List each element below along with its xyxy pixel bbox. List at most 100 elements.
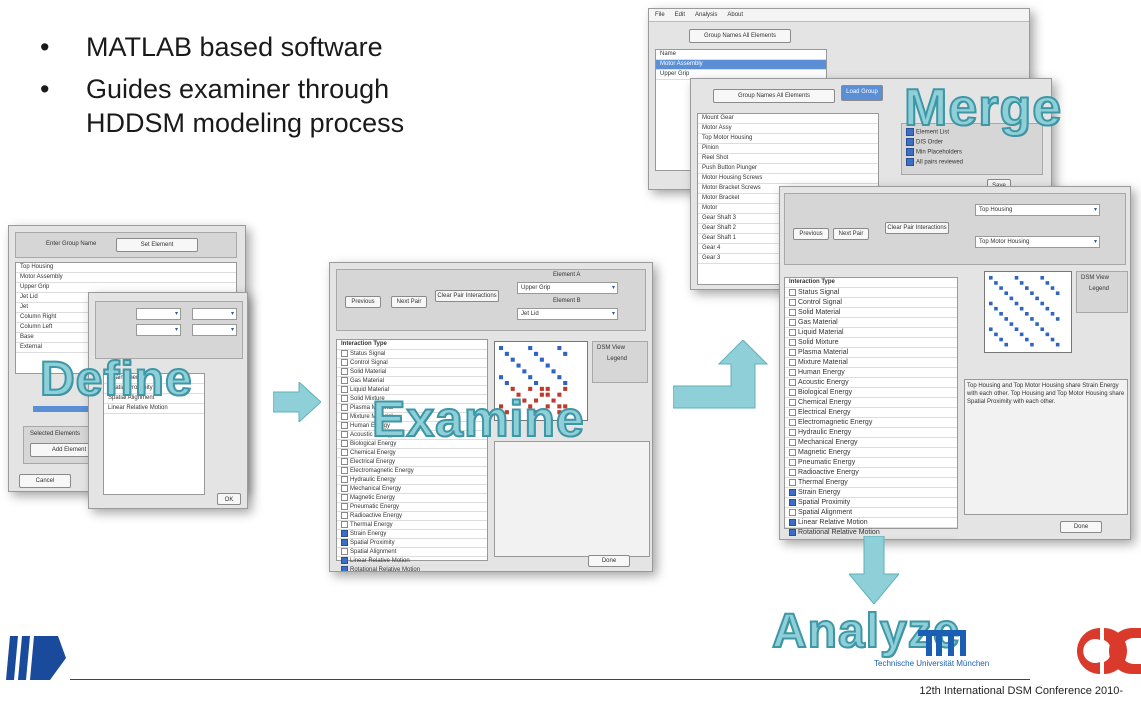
checkbox[interactable]	[341, 566, 348, 571]
interaction-row[interactable]: Mixture Material	[337, 413, 487, 422]
checkbox[interactable]	[341, 458, 348, 465]
checkbox[interactable]	[789, 498, 796, 506]
interaction-row[interactable]: Radioactive Energy	[785, 468, 957, 478]
checkbox[interactable]	[789, 368, 796, 376]
checkbox[interactable]	[341, 467, 348, 474]
previous-button[interactable]: Previous	[793, 228, 829, 240]
interaction-row[interactable]: Solid Material	[785, 308, 957, 318]
checkbox[interactable]	[789, 308, 796, 316]
checkbox[interactable]	[906, 128, 914, 136]
checkbox[interactable]	[341, 431, 348, 438]
table-row[interactable]: Pinion	[698, 144, 878, 154]
interaction-row[interactable]: Electromagnetic Energy	[337, 467, 487, 476]
option-row[interactable]: All pairs reviewed	[906, 158, 963, 166]
checkbox[interactable]	[341, 350, 348, 357]
interaction-row[interactable]: Acoustic Energy	[337, 431, 487, 440]
checkbox[interactable]	[789, 418, 796, 426]
interaction-row[interactable]: Spatial Alignment	[337, 548, 487, 557]
element-b-dropdown[interactable]: Jet Lid	[517, 308, 618, 320]
table-row[interactable]: Push Button Plunger	[698, 164, 878, 174]
checkbox[interactable]	[341, 503, 348, 510]
interaction-row[interactable]: Thermal Energy	[337, 521, 487, 530]
interaction-row[interactable]: Human Energy	[337, 422, 487, 431]
interaction-row[interactable]: Acoustic Energy	[785, 378, 957, 388]
checkbox[interactable]	[789, 328, 796, 336]
table-row[interactable]: Motor Assy	[698, 124, 878, 134]
interaction-row[interactable]: Spatial Proximity	[337, 539, 487, 548]
checkbox[interactable]	[789, 388, 796, 396]
interaction-row[interactable]: Plasma Material	[337, 404, 487, 413]
interaction-row[interactable]: Liquid Material	[785, 328, 957, 338]
checkbox[interactable]	[789, 478, 796, 486]
checkbox[interactable]	[789, 288, 796, 296]
checkbox[interactable]	[789, 448, 796, 456]
table-row[interactable]: Top Motor Housing	[698, 134, 878, 144]
interaction-row[interactable]: Liquid Material	[337, 386, 487, 395]
state-dropdown[interactable]	[136, 324, 181, 336]
checkbox[interactable]	[341, 377, 348, 384]
checkbox[interactable]	[789, 408, 796, 416]
checkbox[interactable]	[341, 404, 348, 411]
done-button[interactable]: Done	[1060, 521, 1102, 533]
checkbox[interactable]	[341, 512, 348, 519]
checkbox[interactable]	[789, 398, 796, 406]
next-pair-button[interactable]: Next Pair	[833, 228, 869, 240]
interaction-row[interactable]: Gas Material	[337, 377, 487, 386]
element-a-dropdown[interactable]: Top Housing	[975, 204, 1100, 216]
interaction-row[interactable]: Hydraulic Energy	[337, 476, 487, 485]
checkbox[interactable]	[789, 488, 796, 496]
table-row[interactable]: Spatial Alignment	[104, 394, 204, 404]
checkbox[interactable]	[341, 395, 348, 402]
checkbox[interactable]	[789, 518, 796, 526]
ok-button[interactable]: OK	[217, 493, 241, 505]
checkbox[interactable]	[789, 358, 796, 366]
option-row[interactable]: Element List	[906, 128, 949, 136]
group-names-button[interactable]: Group Names All Elements	[689, 29, 791, 43]
checkbox[interactable]	[789, 338, 796, 346]
checkbox[interactable]	[341, 530, 348, 537]
checkbox[interactable]	[341, 422, 348, 429]
checkbox[interactable]	[341, 494, 348, 501]
cancel-button[interactable]: Cancel	[19, 474, 71, 488]
interaction-row[interactable]: Electromagnetic Energy	[785, 418, 957, 428]
menu-file[interactable]: File	[655, 12, 665, 18]
interaction-row[interactable]: Mechanical Energy	[785, 438, 957, 448]
table-row[interactable]: Mount Gear	[698, 114, 878, 124]
interaction-row[interactable]: Human Energy	[785, 368, 957, 378]
checkbox[interactable]	[789, 458, 796, 466]
interaction-row[interactable]: Rotational Relative Motion	[337, 566, 487, 571]
element-b-dropdown[interactable]: Top Motor Housing	[975, 236, 1100, 248]
table-row[interactable]: Strain Energy	[104, 374, 204, 384]
interaction-row[interactable]: Plasma Material	[785, 348, 957, 358]
interaction-row[interactable]: Solid Mixture	[337, 395, 487, 404]
interaction-row[interactable]: Control Signal	[337, 359, 487, 368]
interaction-row[interactable]: Magnetic Energy	[785, 448, 957, 458]
material-dropdown[interactable]	[136, 308, 181, 320]
checkbox[interactable]	[341, 386, 348, 393]
interaction-row[interactable]: Mechanical Energy	[337, 485, 487, 494]
checkbox[interactable]	[341, 476, 348, 483]
table-row[interactable]: Motor Assembly	[656, 60, 826, 70]
interaction-row[interactable]: Thermal Energy	[785, 478, 957, 488]
function-dropdown[interactable]	[192, 308, 237, 320]
option-row[interactable]: DIS Order	[906, 138, 943, 146]
clear-pair-button[interactable]: Clear Pair Interactions	[885, 222, 949, 234]
group-names-button[interactable]: Group Names All Elements	[713, 89, 835, 103]
done-button[interactable]: Done	[588, 555, 630, 567]
checkbox[interactable]	[789, 318, 796, 326]
interaction-row[interactable]: Strain Energy	[785, 488, 957, 498]
checkbox[interactable]	[789, 348, 796, 356]
table-row[interactable]: Motor Housing Screws	[698, 174, 878, 184]
clear-pair-button[interactable]: Clear Pair Interactions	[435, 290, 499, 302]
interaction-row[interactable]: Pneumatic Energy	[785, 458, 957, 468]
interaction-row[interactable]: Status Signal	[337, 350, 487, 359]
interaction-row[interactable]: Electrical Energy	[785, 408, 957, 418]
interaction-row[interactable]: Magnetic Energy	[337, 494, 487, 503]
interaction-row[interactable]: Linear Relative Motion	[785, 518, 957, 528]
table-row[interactable]: Linear Relative Motion	[104, 404, 204, 414]
interaction-row[interactable]: Control Signal	[785, 298, 957, 308]
checkbox[interactable]	[789, 468, 796, 476]
checkbox[interactable]	[341, 539, 348, 546]
checkbox[interactable]	[341, 557, 348, 564]
checkbox[interactable]	[789, 508, 796, 516]
